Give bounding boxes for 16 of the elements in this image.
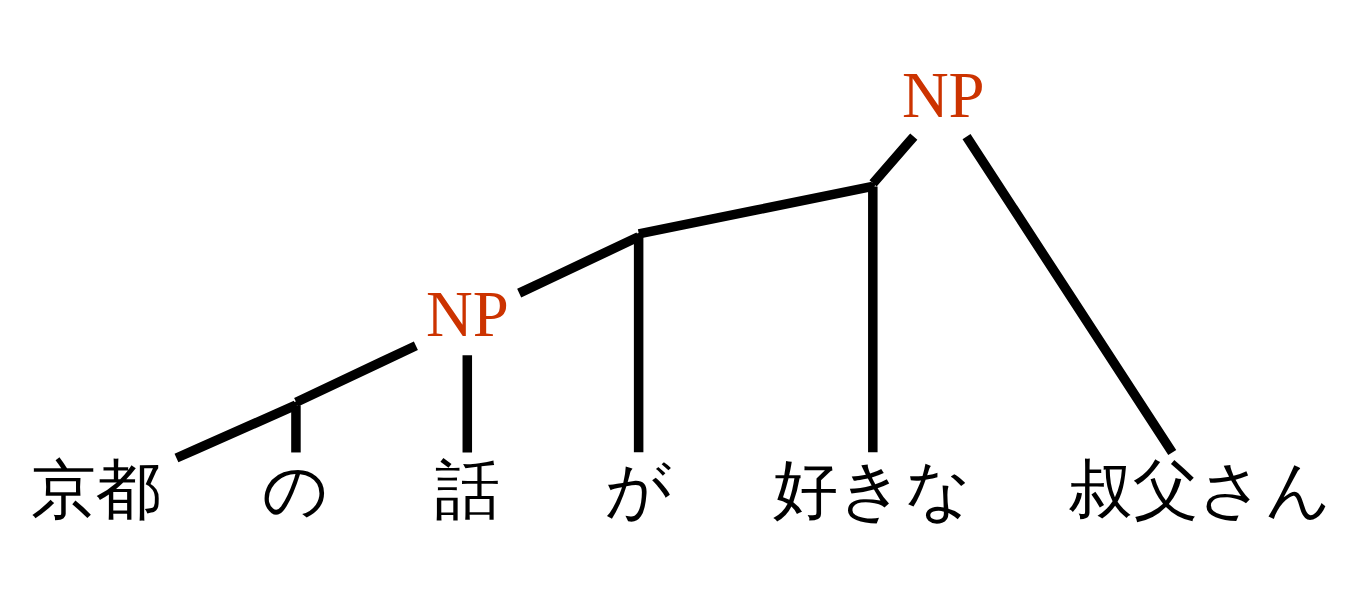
node-text: NP	[901, 59, 985, 132]
node-text: 叔父さん	[1068, 452, 1333, 528]
connector	[633, 237, 644, 453]
node-text: 京都	[31, 452, 162, 528]
node-point	[293, 401, 299, 407]
connector	[462, 355, 473, 453]
node-text: が	[605, 452, 673, 528]
connector	[962, 133, 1177, 456]
node-text: の	[262, 452, 330, 528]
node-point	[636, 233, 641, 238]
node-point	[870, 182, 876, 188]
node-text: NP	[425, 278, 509, 351]
connector	[291, 405, 301, 453]
connector	[868, 186, 878, 453]
node-text: 好きな	[773, 452, 973, 528]
node-text: 話	[434, 452, 500, 528]
